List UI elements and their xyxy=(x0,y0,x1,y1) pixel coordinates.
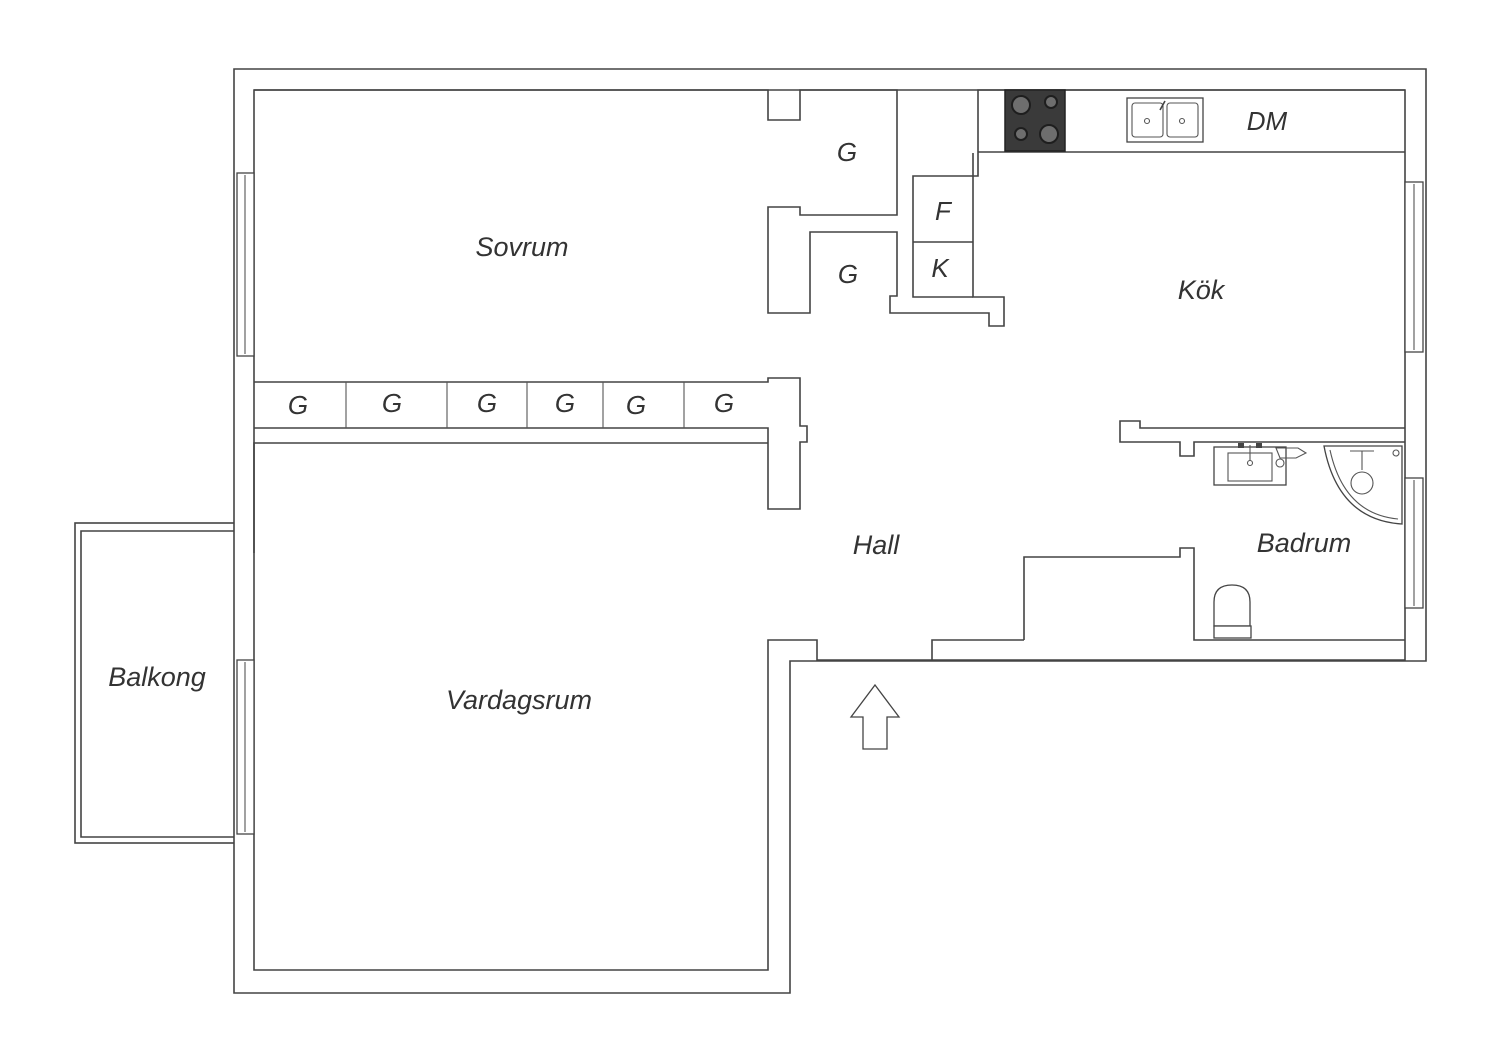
stove-icon xyxy=(1004,89,1066,152)
room-label-hall: Hall xyxy=(853,530,901,560)
room-label-balkong: Balkong xyxy=(108,662,206,692)
closet-label: G xyxy=(288,390,308,420)
room-label-sovrum: Sovrum xyxy=(475,232,568,262)
freezer-label: K xyxy=(931,253,950,283)
closet-label: G xyxy=(626,390,646,420)
window-living-room xyxy=(236,659,255,835)
exterior-wall xyxy=(233,68,1427,994)
room-label-badrum: Badrum xyxy=(1257,528,1352,558)
wash-basin-icon xyxy=(1213,443,1308,486)
closet-label: G xyxy=(382,388,402,418)
closet-label: G xyxy=(714,388,734,418)
closet-label: G xyxy=(477,388,497,418)
closet-label: G xyxy=(837,137,857,167)
dishwasher-label: DM xyxy=(1247,106,1288,136)
toilet-icon xyxy=(1213,584,1252,639)
room-label-kok: Kök xyxy=(1178,275,1226,305)
closet-label: G xyxy=(555,388,575,418)
closet-label: G xyxy=(838,259,858,289)
window-bedroom xyxy=(236,172,255,357)
kitchen-sink-icon xyxy=(1126,97,1204,143)
up-arrow-icon xyxy=(849,683,901,750)
window-kitchen xyxy=(1404,181,1424,353)
shower-icon xyxy=(1323,445,1403,525)
interior-walls xyxy=(253,89,1405,660)
window-bathroom xyxy=(1404,477,1424,609)
fridge-label: F xyxy=(935,196,953,226)
room-label-vardagsrum: Vardagsrum xyxy=(446,685,592,715)
